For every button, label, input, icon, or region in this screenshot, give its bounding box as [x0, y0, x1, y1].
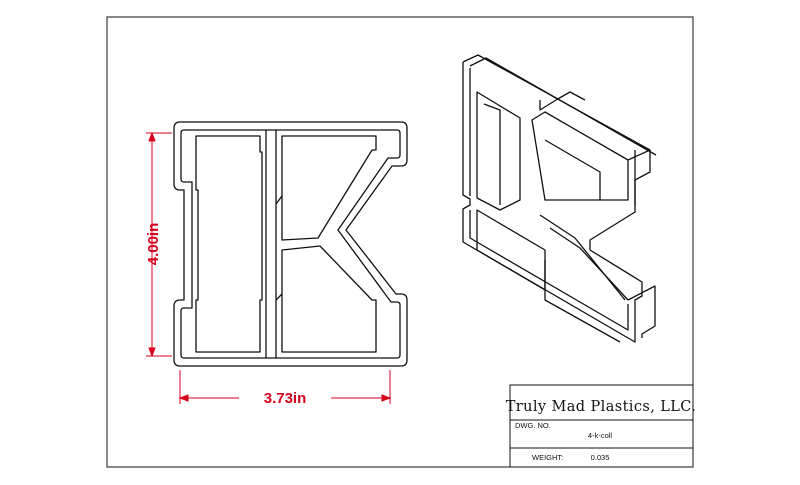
title-block [509, 384, 694, 468]
company-name: Truly Mad Plastics, LLC. [506, 399, 697, 415]
weight-value: 0.035 [591, 453, 610, 462]
dwg-no-label: DWG. NO. [515, 421, 551, 430]
isometric-view-k [462, 54, 657, 343]
height-dimension [146, 131, 172, 358]
width-dimension-label: 3.73in [264, 390, 307, 407]
front-view-k-outline [173, 121, 408, 367]
width-dimension [178, 370, 392, 404]
dwg-no-value: 4-k-coll [588, 431, 613, 440]
weight-label: WEIGHT: [532, 453, 563, 462]
sheet-border [106, 16, 694, 468]
height-dimension-label: 4.00in [145, 223, 162, 266]
